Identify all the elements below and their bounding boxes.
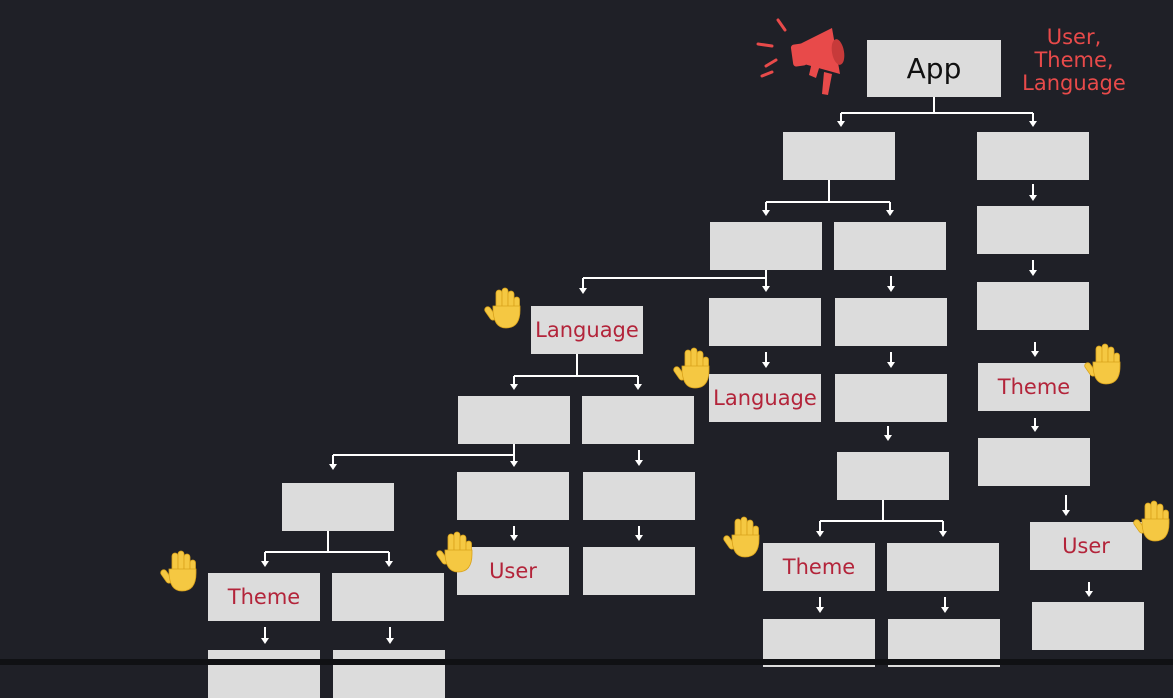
- node-j: [458, 396, 570, 444]
- node-label: Theme: [227, 585, 301, 609]
- arrow-head: [1029, 195, 1037, 201]
- user-consumer-node-2: User: [1030, 522, 1142, 570]
- arrow-head: [1031, 351, 1039, 357]
- arrow-head: [635, 535, 643, 541]
- arrow-head: [884, 435, 892, 441]
- raised-hand-icon: [673, 347, 710, 389]
- raised-hand-icon: [484, 287, 521, 329]
- arrow-head: [1062, 510, 1070, 516]
- language-consumer-node-2: Language: [709, 374, 821, 422]
- provided-theme-label: Theme,: [1034, 48, 1114, 72]
- node-d: [834, 222, 946, 270]
- raised-hand-icon: [1084, 343, 1121, 385]
- node-label: Theme: [782, 555, 856, 579]
- arrow-head: [579, 288, 587, 294]
- arrow-head: [762, 210, 770, 216]
- node-n: [282, 483, 394, 531]
- user-consumer-node-1: User: [457, 547, 569, 595]
- arrow-head: [634, 384, 642, 390]
- node-e: [977, 206, 1089, 254]
- raised-hand-icon: [436, 531, 473, 573]
- raised-hand-icon: [160, 550, 197, 592]
- provided-user-label: User,: [1046, 25, 1102, 49]
- node-label: Language: [713, 386, 817, 410]
- tree-connectors: [261, 97, 1093, 644]
- node-h: [977, 282, 1089, 330]
- arrow-head: [762, 286, 770, 292]
- node-g: [835, 298, 947, 346]
- theme-consumer-node-2: Theme: [763, 543, 875, 591]
- arrow-head: [887, 286, 895, 292]
- node-q: [887, 543, 999, 591]
- arrow-head: [762, 362, 770, 368]
- arrow-head: [1085, 591, 1093, 597]
- node-m: [978, 438, 1090, 486]
- arrow-head: [939, 531, 947, 537]
- language-consumer-node-1: Language: [531, 306, 643, 354]
- arrow-head: [1029, 121, 1037, 127]
- arrow-head: [1029, 270, 1037, 276]
- node-label: User: [1062, 534, 1110, 558]
- arrow-head: [886, 210, 894, 216]
- arrow-head: [510, 461, 518, 467]
- node-r: [332, 573, 444, 621]
- arrow-head: [261, 561, 269, 567]
- arrow-head: [510, 535, 518, 541]
- node-o: [457, 472, 569, 520]
- arrow-head: [941, 607, 949, 613]
- bottom-edge: [0, 659, 1173, 665]
- node-a: [783, 132, 895, 180]
- raised-hand-icon: [1133, 500, 1170, 542]
- arrow-head: [1031, 426, 1039, 432]
- arrow-head: [329, 464, 337, 470]
- node-label: Language: [535, 318, 639, 342]
- arrow-head: [816, 607, 824, 613]
- node-x: [333, 650, 445, 698]
- node-c: [710, 222, 822, 270]
- node-l: [837, 452, 949, 500]
- node-p: [583, 472, 695, 520]
- provided-context-note: User, Theme, Language: [1018, 26, 1130, 95]
- raised-hand-icon: [723, 516, 760, 558]
- arrow-head: [385, 561, 393, 567]
- node-i: [835, 374, 947, 422]
- theme-consumer-node-1: Theme: [208, 573, 320, 621]
- arrow-head: [510, 384, 518, 390]
- node-label: Theme: [997, 375, 1071, 399]
- node-f: [709, 298, 821, 346]
- arrow-head: [887, 362, 895, 368]
- arrow-head: [261, 638, 269, 644]
- arrow-head: [816, 531, 824, 537]
- node-label: User: [489, 559, 537, 583]
- node-k: [582, 396, 694, 444]
- node-b: [977, 132, 1089, 180]
- arrow-head: [386, 638, 394, 644]
- provided-language-label: Language: [1022, 71, 1126, 95]
- app-node: App: [867, 40, 1001, 97]
- theme-consumer-node-3: Theme: [978, 363, 1090, 411]
- node-s: [583, 547, 695, 595]
- node-v: [1032, 602, 1144, 650]
- megaphone-icon: [756, 18, 845, 95]
- arrow-head: [635, 460, 643, 466]
- node-w: [208, 650, 320, 698]
- arrow-head: [837, 121, 845, 127]
